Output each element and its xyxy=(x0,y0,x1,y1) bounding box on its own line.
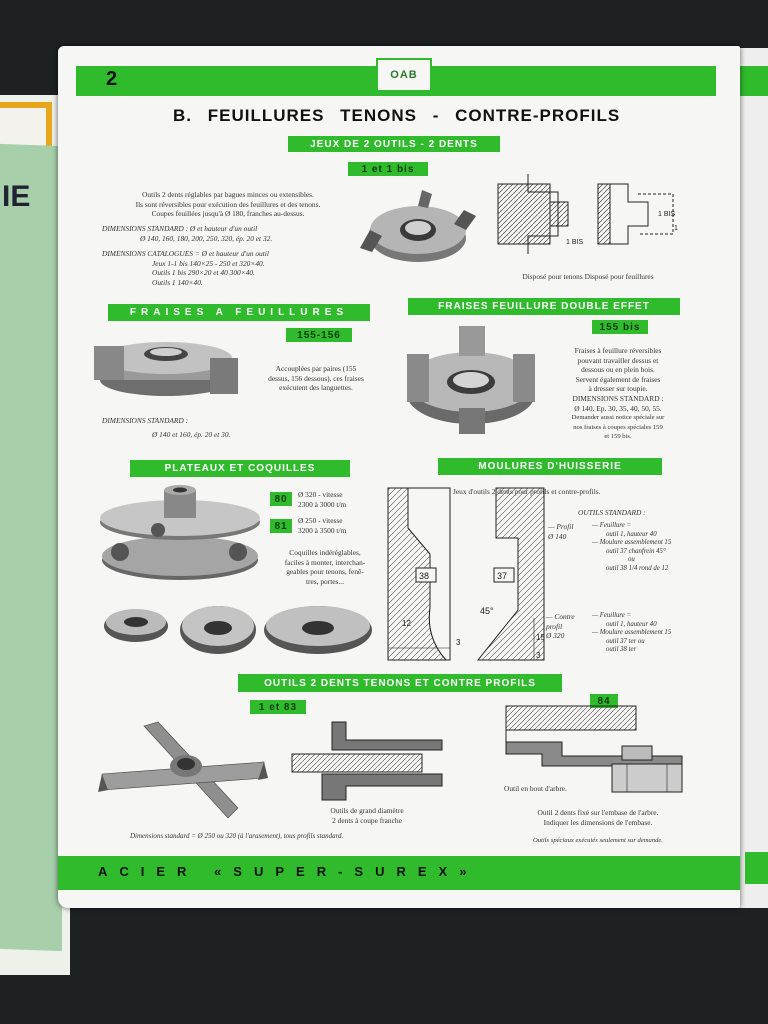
arbor-base-caption: Outil 2 dents fixé sur l'embase de l'arb… xyxy=(537,808,659,827)
dim-38: 38 xyxy=(419,571,429,581)
section-header-double-effet: FRAISES FEUILLURE DOUBLE EFFET xyxy=(408,298,680,315)
standard-dimensions-caption: Dimensions standard = Ø 250 ou 320 (à l'… xyxy=(130,832,344,840)
section-sub-84: 84 xyxy=(590,694,618,708)
background-sheet-text: IE xyxy=(2,180,31,213)
plate-and-shell-illustration xyxy=(100,485,260,580)
bottom-green-band xyxy=(58,856,740,890)
tenon-rebate-diagram: 1 BIS 1 BIS 1 xyxy=(497,174,678,254)
section-header-moulures: MOULURES D'HUISSERIE xyxy=(438,458,662,475)
page-title: B. FEUILLURES TENONS - CONTRE-PROFILS xyxy=(173,106,621,125)
dim-3a: 3 xyxy=(456,638,461,647)
jeux-dimensions-catalogues: DIMENSIONS CATALOGUES = Ø et hauteur d'u… xyxy=(102,249,269,287)
two-tooth-tenon-cutter-illustration xyxy=(98,721,268,819)
page-number: 2 xyxy=(106,68,118,90)
double-effect-cutter-illustration xyxy=(407,326,535,434)
door-frame-profile-diagram: 38 37 45° 12 3 15 3 xyxy=(387,487,545,661)
large-diameter-cutter-diagram xyxy=(291,721,443,801)
rebate-cutter-pair-illustration xyxy=(94,342,238,396)
section-header-plateaux: PLATEAUX ET COQUILLES xyxy=(130,460,350,477)
section-header-fraises-feuillures: FRAISES A FEUILLURES xyxy=(108,304,370,321)
fraises-feuillures-dimensions: DIMENSIONS STANDARD :Ø 140 et 160, ép. 2… xyxy=(102,416,231,439)
special-tools-caption: Outils spéciaux exécutés seulement sur d… xyxy=(532,837,663,844)
dim-12: 12 xyxy=(402,619,411,628)
arbor-end-tool-diagram xyxy=(505,705,683,793)
jeux-dimensions-standard: DIMENSIONS STANDARD : Ø et hauteur d'un … xyxy=(102,224,273,243)
label-1: 1 xyxy=(674,225,678,232)
section-header-outils-2-dents: OUTILS 2 DENTS TENONS ET CONTRE PROFILS xyxy=(238,674,562,692)
dim-37: 37 xyxy=(497,571,507,581)
ref-80: 80 xyxy=(270,492,292,506)
coquilles-description: Coquilles indéréglables,faciles à monter… xyxy=(284,548,366,586)
background-green-sheet xyxy=(0,143,62,952)
section-sub-1-et-83: 1 et 83 xyxy=(250,700,306,714)
ref-81: 81 xyxy=(270,519,292,533)
shell-cutters-illustration xyxy=(104,606,372,654)
jeux-description: Outils 2 dents réglables par bagues minc… xyxy=(135,190,321,219)
dim-15: 15 xyxy=(536,633,545,642)
catalog-page: 2 OAB B. FEUILLURES TENONS - CONTRE-PROF… xyxy=(58,46,740,908)
moulures-standard-title: OUTILS STANDARD : xyxy=(578,508,646,517)
background-right-band-bottom xyxy=(745,852,768,884)
section-header-jeux: JEUX DE 2 OUTILS - 2 DENTS xyxy=(288,136,500,152)
label-1bis-right: 1 BIS xyxy=(658,211,675,218)
profil-items: — Feuillure =outil 1, hauteur 40 — Moulu… xyxy=(592,522,672,572)
section-sub-155bis: 155 bis xyxy=(592,320,648,334)
arbor-end-caption: Outil en bout d'arbre. xyxy=(504,784,567,793)
section-sub-155-156: 155-156 xyxy=(286,328,352,342)
dim-45: 45° xyxy=(480,606,494,616)
section-sub-jeux: 1 et 1 bis xyxy=(348,162,428,176)
contre-profil-items: — Feuillure =outil 1, hauteur 40 — Moulu… xyxy=(592,612,672,654)
label-1bis: 1 BIS xyxy=(566,239,583,246)
dim-3b: 3 xyxy=(536,651,541,660)
brand-logo: OAB xyxy=(376,58,432,92)
two-tooth-cutter-illustration xyxy=(360,190,476,262)
tenon-diagram-caption: Disposé pour tenons Disposé pour feuillu… xyxy=(522,272,654,281)
footer-slogan: ACIER «SUPER-SUREX» xyxy=(98,864,479,879)
